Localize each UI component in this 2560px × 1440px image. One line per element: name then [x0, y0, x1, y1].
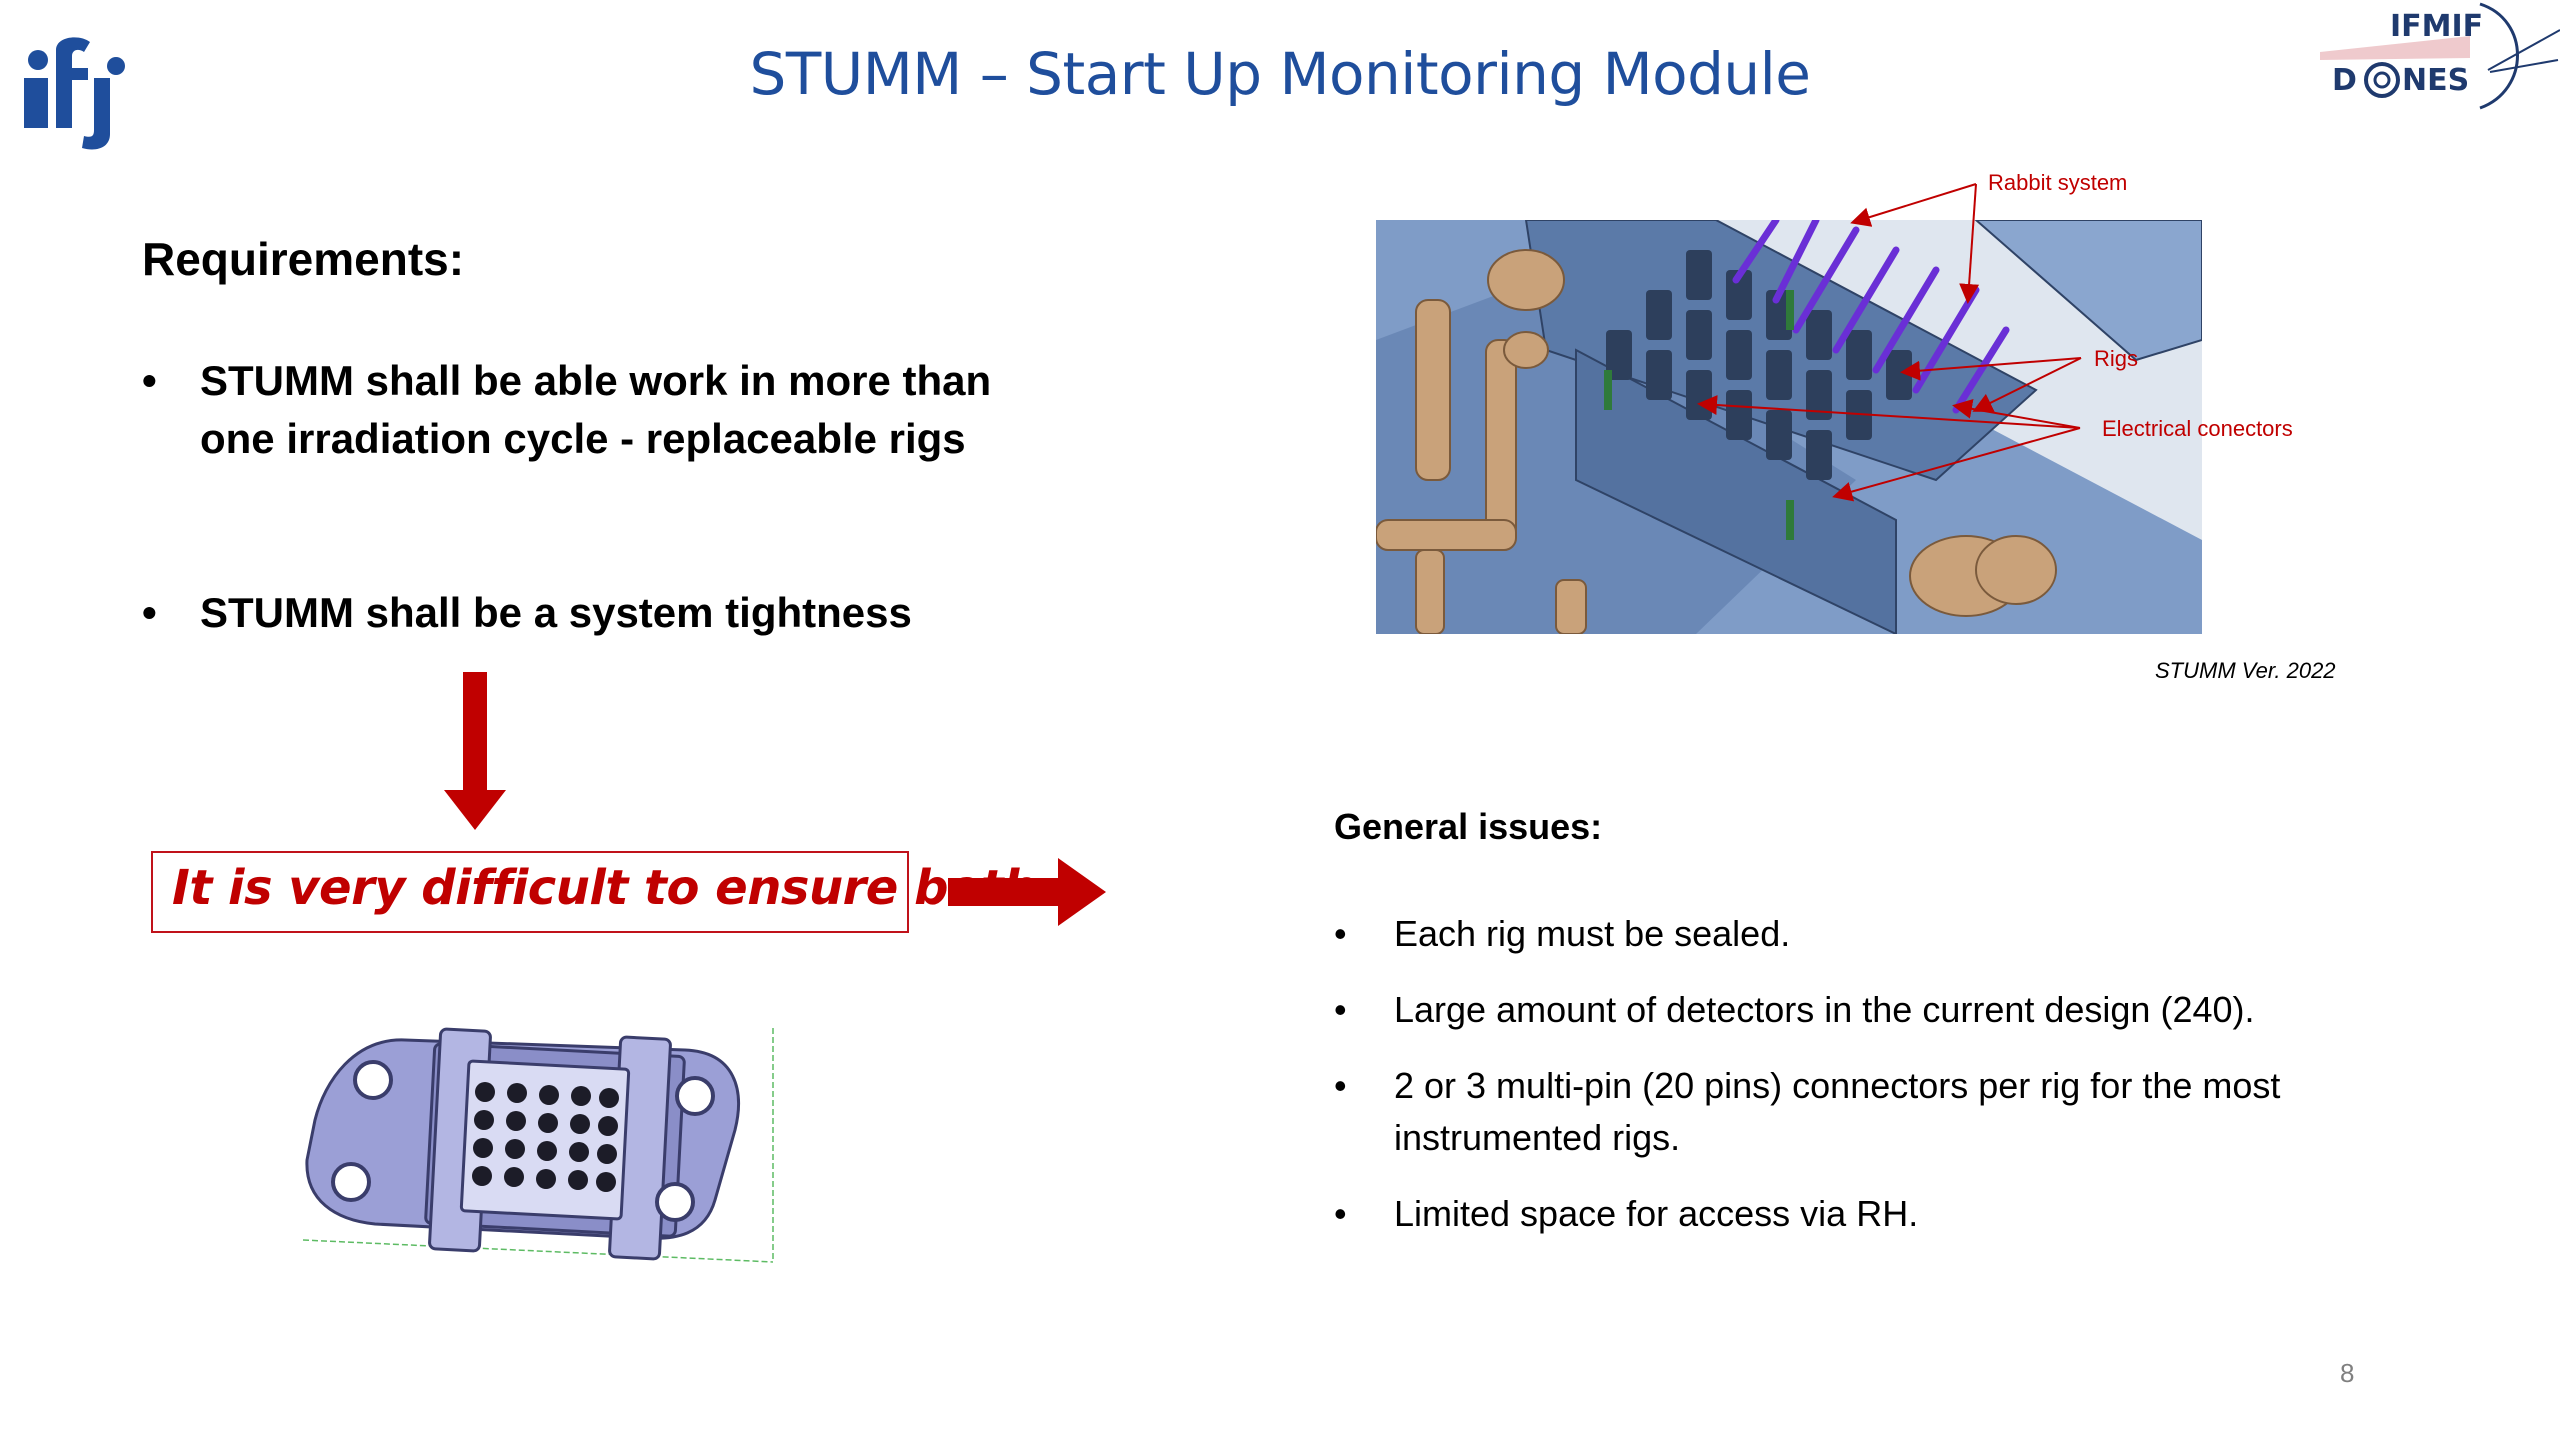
callout-rigs: Rigs [2094, 346, 2139, 371]
down-arrow-icon [444, 672, 506, 830]
stumm-cad-image [1376, 220, 2202, 634]
issue-text: Limited space for access via RH. [1394, 1193, 1919, 1234]
bullet: • [1334, 989, 1347, 1030]
right-arrow-icon [948, 858, 1106, 926]
requirement-text: STUMM shall be able work in more than on… [200, 357, 992, 462]
ifmif-dones-logo: IFMIF D NES [2320, 2, 2560, 110]
requirements-heading: Requirements: [142, 233, 465, 285]
callout-electrical-connectors: Electrical conectors [2102, 416, 2293, 441]
svg-text:IFMIF: IFMIF [2390, 9, 2483, 44]
figure-caption: STUMM Ver. 2022 [2155, 658, 2336, 683]
callout-rabbit-system: Rabbit system [1988, 170, 2128, 195]
bullet: • [142, 357, 157, 404]
issue-text: 2 or 3 multi-pin (20 pins) connectors pe… [1394, 1065, 2281, 1158]
warning-box [151, 851, 909, 933]
page-number: 8 [2340, 1358, 2355, 1388]
bullet: • [1334, 1193, 1347, 1234]
bullet: • [1334, 913, 1347, 954]
slide-title: STUMM – Start Up Monitoring Module [749, 40, 1811, 108]
issue-text: Large amount of detectors in the current… [1394, 989, 2255, 1030]
bullet: • [1334, 1065, 1347, 1106]
svg-text:D: D [2332, 63, 2357, 98]
svg-text:NES: NES [2402, 63, 2469, 98]
requirement-text: STUMM shall be a system tightness [200, 589, 912, 636]
callout-leader-lines [1697, 183, 2082, 502]
ifj-logo [24, 37, 125, 150]
general-issues-heading: General issues: [1334, 806, 1603, 847]
connector-cad-image [302, 1027, 774, 1263]
warning-text: It is very difficult to ensure both [172, 860, 1037, 916]
bullet: • [142, 589, 157, 636]
issue-text: Each rig must be sealed. [1394, 913, 1791, 954]
